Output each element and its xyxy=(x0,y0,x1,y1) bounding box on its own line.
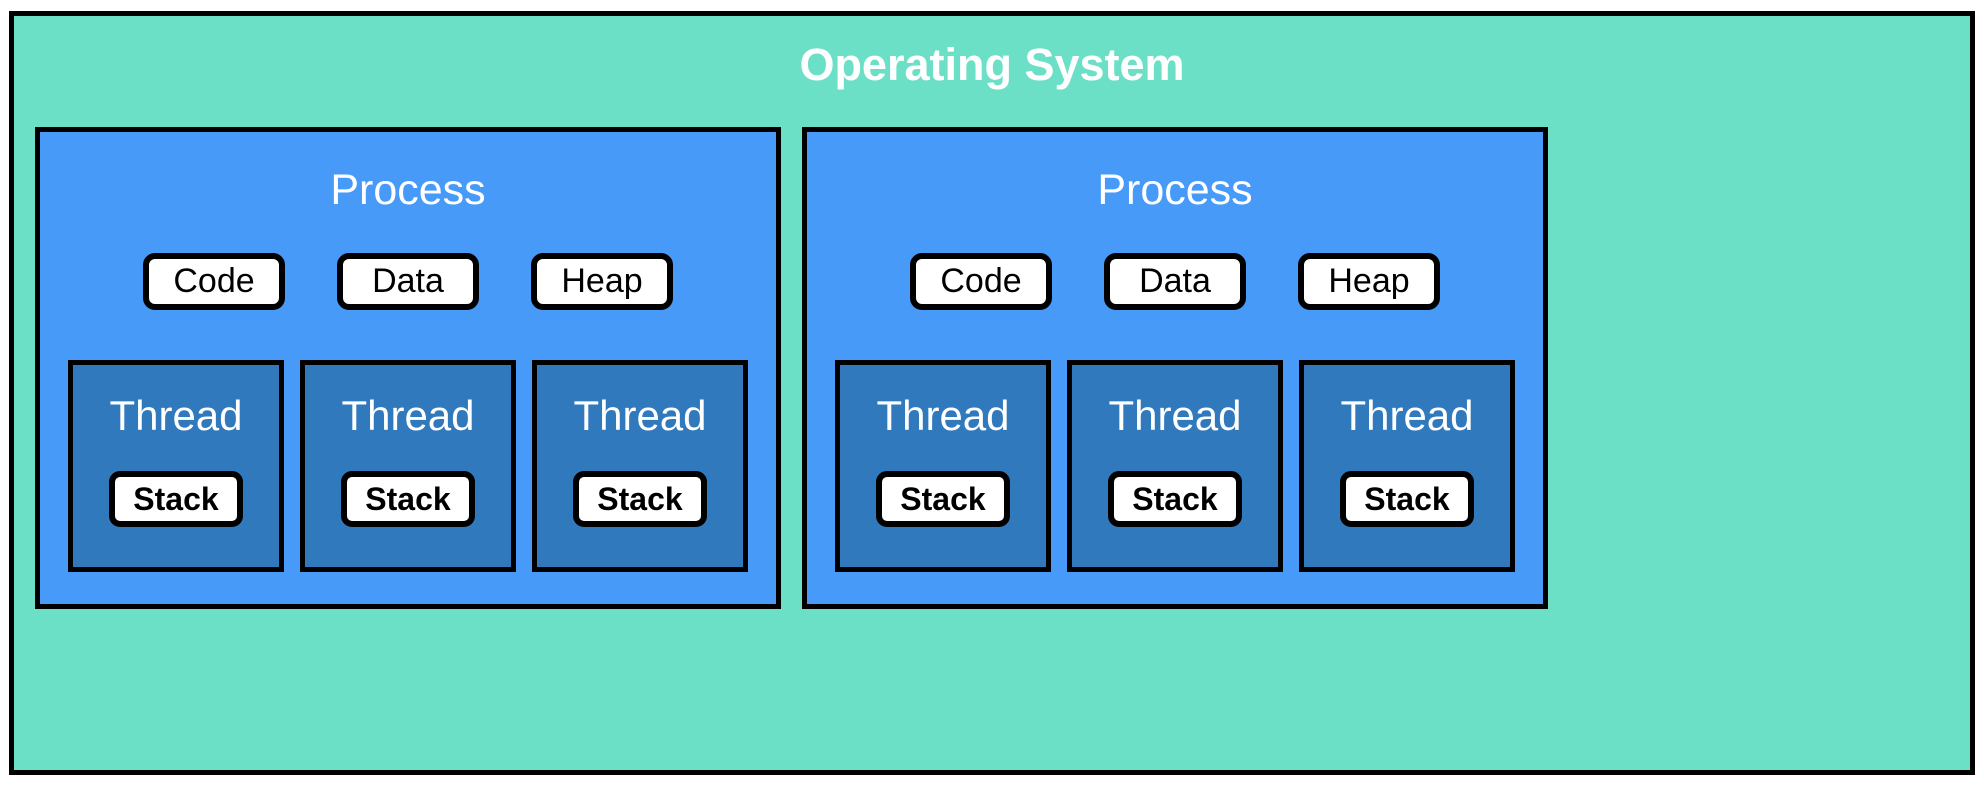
operating-system-title: Operating System xyxy=(799,39,1185,90)
thread-container-1-2: Thread Stack xyxy=(1299,360,1515,572)
thread-title-0-1: Thread xyxy=(341,392,475,439)
stack-box-1-0: Stack xyxy=(876,471,1010,527)
process-title-1: Process xyxy=(1097,166,1253,214)
operating-system-container: Operating System Process Code Data Heap … xyxy=(9,11,1975,775)
thread-container-0-2: Thread Stack xyxy=(532,360,748,572)
stack-box-0-1: Stack xyxy=(341,471,475,527)
memory-segments-row-0: Code Data Heap xyxy=(40,253,776,310)
thread-container-0-1: Thread Stack xyxy=(300,360,516,572)
stack-box-0-2: Stack xyxy=(573,471,707,527)
stack-box-0-0: Stack xyxy=(109,471,243,527)
segment-data-1: Data xyxy=(1104,253,1246,310)
thread-title-0-2: Thread xyxy=(573,392,707,439)
segment-data-0: Data xyxy=(337,253,479,310)
thread-container-1-1: Thread Stack xyxy=(1067,360,1283,572)
threads-row-0: Thread Stack Thread Stack Thread Stack xyxy=(68,360,748,572)
thread-title-0-0: Thread xyxy=(109,392,243,439)
memory-segments-row-1: Code Data Heap xyxy=(807,253,1543,310)
segment-heap-1: Heap xyxy=(1298,253,1440,310)
threads-row-1: Thread Stack Thread Stack Thread Stack xyxy=(835,360,1515,572)
thread-container-0-0: Thread Stack xyxy=(68,360,284,572)
thread-container-1-0: Thread Stack xyxy=(835,360,1051,572)
thread-title-1-2: Thread xyxy=(1340,392,1474,439)
segment-heap-0: Heap xyxy=(531,253,673,310)
process-container-1: Process Code Data Heap Thread Stack Thre… xyxy=(802,127,1548,609)
process-title-0: Process xyxy=(330,166,486,214)
process-container-0: Process Code Data Heap Thread Stack Thre… xyxy=(35,127,781,609)
segment-code-1: Code xyxy=(910,253,1052,310)
segment-code-0: Code xyxy=(143,253,285,310)
stack-box-1-1: Stack xyxy=(1108,471,1242,527)
stack-box-1-2: Stack xyxy=(1340,471,1474,527)
thread-title-1-0: Thread xyxy=(876,392,1010,439)
thread-title-1-1: Thread xyxy=(1108,392,1242,439)
